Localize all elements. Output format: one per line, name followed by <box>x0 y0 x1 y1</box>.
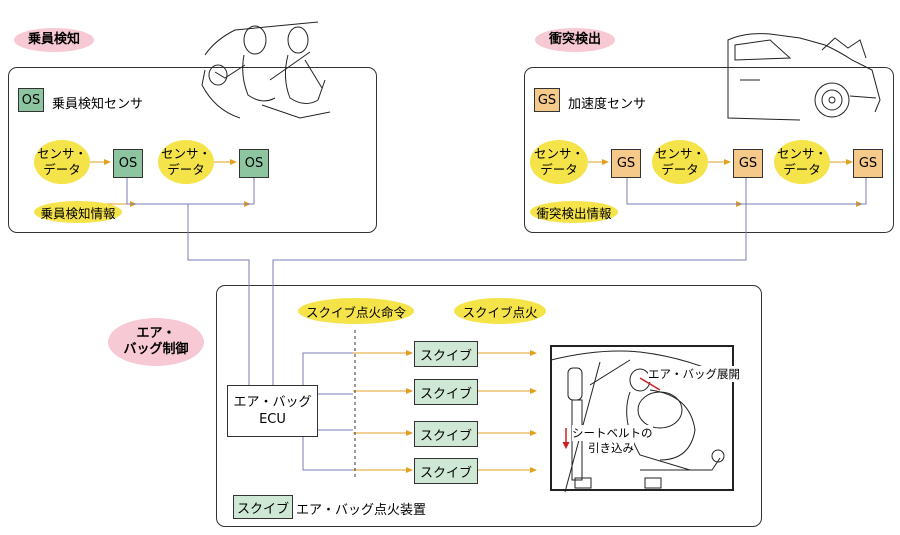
occupant-sensor-data-2: センサ・ データ <box>158 140 214 184</box>
occupant-info-label: 乗員検知情報 <box>34 201 122 223</box>
squib-2-text: スクイブ <box>419 386 472 402</box>
squib-to-car-arrows <box>476 350 537 473</box>
gs-sensor-1-text: GS <box>616 156 636 171</box>
collision-detection-title-text: 衝突検出 <box>548 32 601 47</box>
gs-sensor-2-text: GS <box>738 156 758 171</box>
os-legend-label: 乗員検知センサ <box>52 97 144 112</box>
squib-2: スクイブ <box>414 379 478 405</box>
os-legend-badge-text: OS <box>21 92 41 108</box>
os-sensor-2: OS <box>239 149 269 178</box>
squib-command-label: スクイブ点火命令 <box>298 298 414 324</box>
os-sensor-1: OS <box>113 149 143 178</box>
airbag-control-title: エア・ バッグ制御 <box>108 318 204 366</box>
collision-sensor-data-1-text: センサ・ データ <box>533 146 584 177</box>
gs-sensor-1: GS <box>611 149 641 178</box>
collision-info-lines <box>272 178 867 385</box>
squib-legend-label: エア・バッグ点火装置 <box>296 503 427 518</box>
collision-info-label: 衝突検出情報 <box>530 201 618 223</box>
squib-4: スクイブ <box>414 458 478 484</box>
occupant-info-lines <box>126 178 255 385</box>
squib-3: スクイブ <box>414 421 478 447</box>
airbag-ecu-line1: エア・バッグ <box>233 395 312 410</box>
occupant-sensor-data-1-text: センサ・ データ <box>36 146 87 177</box>
os-legend-badge: OS <box>18 88 44 112</box>
gs-sensor-3-text: GS <box>858 156 878 171</box>
occupant-sensor-data-1: センサ・ データ <box>34 140 90 184</box>
squib-legend-badge-text: スクイブ <box>236 501 289 517</box>
collision-sensor-data-2-text: センサ・ データ <box>654 146 705 177</box>
collision-info-label-text: 衝突検出情報 <box>536 205 612 221</box>
airbag-deploy-label: エア・バッグ展開 <box>648 366 740 382</box>
collision-sensor-data-2: センサ・ データ <box>652 140 708 184</box>
collision-sensor-data-3-text: センサ・ データ <box>776 146 827 177</box>
collision-sensor-data-3: センサ・ データ <box>774 140 830 184</box>
occupant-detection-title: 乗員検知 <box>14 28 94 52</box>
ecu-fanout-lines <box>302 352 353 471</box>
os-sensor-1-text: OS <box>118 156 138 171</box>
squib-ignition-label-text: スクイブ点火 <box>462 304 538 320</box>
gs-legend-badge: GS <box>534 88 560 112</box>
squib-legend-badge: スクイブ <box>233 495 293 519</box>
gs-legend-label: 加速度センサ <box>568 97 647 112</box>
os-sensor-2-text: OS <box>244 156 264 171</box>
squib-3-text: スクイブ <box>419 428 472 444</box>
squib-4-text: スクイブ <box>419 465 472 481</box>
ecu-to-squib-arrows <box>353 350 413 473</box>
seatbelt-label-line1: シートベルトの <box>572 425 653 441</box>
squib-1: スクイブ <box>414 341 478 367</box>
gs-sensor-3: GS <box>853 149 883 178</box>
crashed-car-illustration <box>727 33 881 121</box>
occupant-info-label-text: 乗員検知情報 <box>40 205 116 221</box>
gs-legend-badge-text: GS <box>537 92 557 108</box>
airbag-ecu-box: エア・バッグ ECU <box>227 385 318 437</box>
seatbelt-label-line2: 引き込み <box>588 440 634 456</box>
occupant-detection-title-text: 乗員検知 <box>27 32 80 47</box>
passenger-illustration <box>201 21 331 119</box>
squib-ignition-label: スクイブ点火 <box>454 298 546 324</box>
squib-command-label-text: スクイブ点火命令 <box>305 304 406 320</box>
collision-sensor-data-1: センサ・ データ <box>530 140 588 184</box>
airbag-ecu-line2: ECU <box>259 412 286 427</box>
squib-1-text: スクイブ <box>419 348 472 364</box>
airbag-control-title-text: エア・ バッグ制御 <box>123 326 189 357</box>
occupant-sensor-data-2-text: センサ・ データ <box>160 146 211 177</box>
gs-sensor-2: GS <box>733 149 763 178</box>
collision-detection-title: 衝突検出 <box>535 28 615 52</box>
